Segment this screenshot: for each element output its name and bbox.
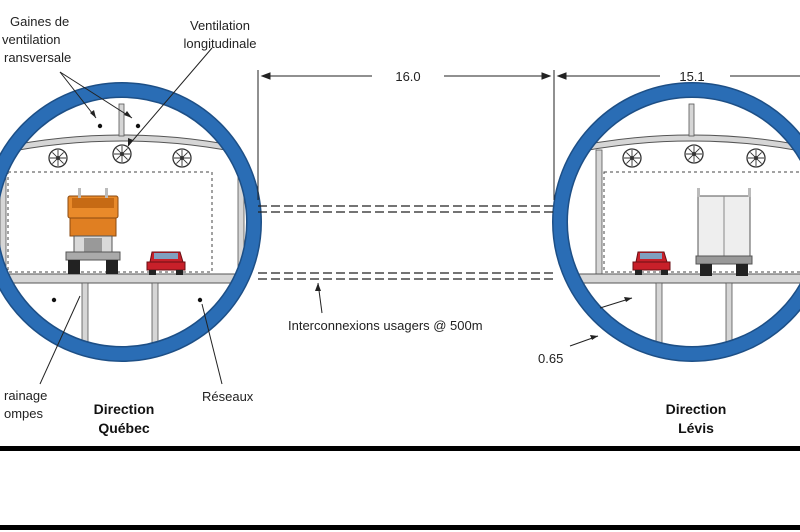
direction-right-line2: Lévis	[678, 420, 714, 436]
fan-icon	[622, 148, 642, 168]
truck-icon	[65, 188, 121, 274]
diameter-dimension-label: 15.1	[679, 69, 704, 84]
fan-icon	[48, 148, 68, 168]
fan-icon	[684, 144, 704, 164]
divider-top	[0, 446, 800, 451]
dimension-spacing	[257, 70, 555, 200]
label-gaines-1: Gaines de	[10, 14, 69, 29]
label-drainage-1: rainage	[4, 388, 47, 403]
label-ventilation-1: Ventilation	[190, 18, 250, 33]
fan-icon	[112, 144, 132, 164]
box-truck-icon	[695, 188, 753, 276]
car-icon	[146, 251, 186, 275]
tunnel-right	[552, 82, 800, 362]
leader-lines	[39, 47, 633, 385]
direction-left-line1: Direction	[94, 401, 155, 417]
label-gaines-2: ventilation	[2, 32, 61, 47]
label-interconnexions: Interconnexions usagers @ 500m	[288, 318, 483, 333]
dimension-diameter	[556, 72, 800, 80]
divider-bottom	[0, 525, 800, 530]
direction-left-line2: Québec	[98, 420, 150, 436]
direction-right-line1: Direction	[666, 401, 727, 417]
fan-icon	[172, 148, 192, 168]
label-gaines-3: ransversale	[4, 50, 71, 65]
fan-icon	[746, 148, 766, 168]
label-reseaux: Réseaux	[202, 389, 254, 404]
label-thickness: 0.65	[538, 351, 563, 366]
car-icon	[632, 251, 671, 275]
spacing-dimension-label: 16.0	[395, 69, 420, 84]
label-ventilation-2: longitudinale	[183, 36, 256, 51]
label-drainage-2: ompes	[4, 406, 44, 421]
tunnel-left	[0, 82, 262, 362]
interconnection-lines	[258, 205, 556, 280]
